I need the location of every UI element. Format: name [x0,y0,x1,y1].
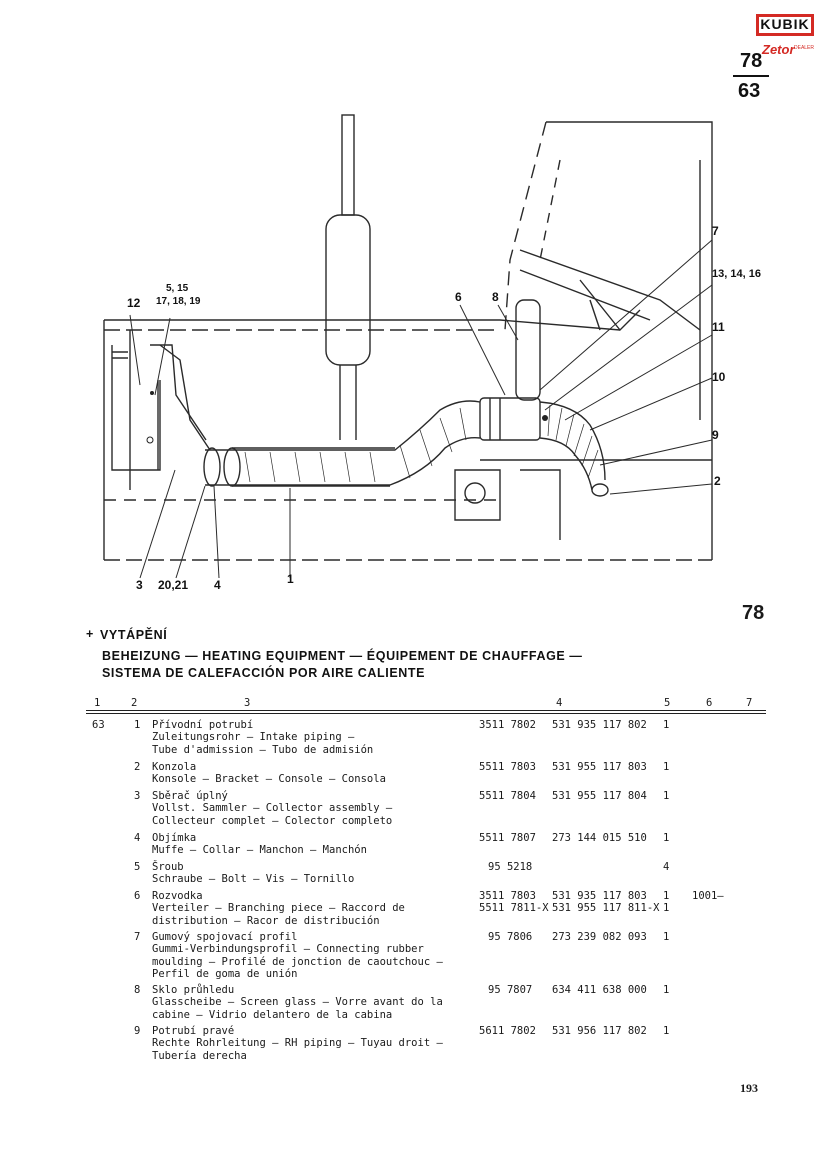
row-quantity: 1 [663,719,670,731]
cab-roof-line [546,121,713,560]
row-description: Konzola Konsole — Bracket — Console — Co… [152,761,386,786]
column-header-1: 1 [94,697,101,709]
callout-10: 10 [712,370,726,384]
column-header-4: 4 [556,697,563,709]
row-position: 6 [134,890,141,902]
row-code-a: 3511 7802 [479,719,536,731]
page-ref-denominator: 63 [738,80,761,102]
row-quantity: 1 1 [663,890,670,915]
header-rule-top [86,710,766,711]
section-title-cz: VYTÁPĚNÍ [100,628,168,642]
row-position: 7 [134,931,141,943]
callout-5-15: 5, 15 [166,283,189,294]
row-note: 1001— [692,890,724,902]
callout-3: 3 [136,578,143,592]
callout-12: 12 [127,296,141,310]
logo-dealer-text: DEALER [794,45,815,51]
row-code-a: 5511 7807 [479,832,536,844]
row-position: 9 [134,1025,141,1037]
row-code-b: 531 955 117 804 [552,790,647,802]
page-number: 193 [740,1081,758,1095]
row-description: Sklo průhledu Glasscheibe — Screen glass… [152,984,443,1021]
column-header-7: 7 [746,697,753,709]
row-code-b: 531 935 117 803 531 955 117 811-X [552,890,660,915]
row-code-b: 531 956 117 802 [552,1025,647,1037]
row-code-b: 634 411 638 000 [552,984,647,996]
row-quantity: 4 [663,861,670,873]
callout-6: 6 [455,290,462,304]
callout-11: 11 [712,320,725,334]
row-quantity: 1 [663,761,670,773]
brand-logo: KUBIK Zetor DEALER [756,14,818,57]
row-description: Přívodní potrubí Zuleitungsrohr — Intake… [152,719,374,756]
callout-13-14-16: 13, 14, 16 [712,268,761,280]
row-position: 3 [134,790,141,802]
row-description: Potrubí pravé Rechte Rohrleitung — RH pi… [152,1025,443,1062]
row-quantity: 1 [663,931,670,943]
header-rule-bottom [86,713,766,714]
page-ref-numerator: 78 [740,50,763,72]
section-marker: + [86,627,94,641]
row-code-a: 5611 7802 [479,1025,536,1037]
row-code-a: 5511 7804 [479,790,536,802]
row-group: 63 [92,719,105,731]
row-position: 8 [134,984,141,996]
row-quantity: 1 [663,1025,670,1037]
column-header-3: 3 [244,697,251,709]
callout-7: 7 [712,224,719,238]
figure-number: 78 [742,602,765,624]
logo-frame [756,14,814,36]
logo-subbrand-text: Zetor [762,42,795,57]
section-title-line2: BEHEIZUNG — HEATING EQUIPMENT — ÉQUIPEME… [102,649,583,663]
row-description: Sběrač úplný Vollst. Sammler — Collector… [152,790,393,827]
row-position: 4 [134,832,141,844]
row-code-a: 95 7807 [488,984,533,996]
row-quantity: 1 [663,832,670,844]
row-code-a: 3511 7803 5511 7811-X [479,890,549,915]
section-title-line3: SISTEMA DE CALEFACCIÓN POR AIRE CALIENTE [102,666,426,680]
row-description: Rozvodka Verteiler — Branching piece — R… [152,890,405,927]
heating-equipment-diagram [103,114,713,579]
row-code-a: 5511 7803 [479,761,536,773]
row-code-b: 273 144 015 510 [552,832,647,844]
row-quantity: 1 [663,790,670,802]
callout-9: 9 [712,428,719,442]
callout-4: 4 [214,578,221,592]
callout-1: 1 [287,572,294,586]
logo-brand-text: KUBIK [760,16,810,32]
column-header-6: 6 [706,697,713,709]
page-ref-divider [733,75,769,77]
callout-17-18-19: 17, 18, 19 [156,296,201,307]
row-position: 1 [134,719,141,731]
row-position: 2 [134,761,141,773]
column-header-5: 5 [664,697,671,709]
row-description: Šroub Schraube — Bolt — Vis — Tornillo [152,861,355,886]
row-quantity: 1 [663,984,670,996]
callout-8: 8 [492,290,499,304]
row-code-b: 531 955 117 803 [552,761,647,773]
callout-20-21: 20,21 [158,578,189,592]
row-code-a: 95 7806 [488,931,533,943]
callout-2: 2 [714,474,721,488]
row-code-b: 531 935 117 802 [552,719,647,731]
row-code-b: 273 239 082 093 [552,931,647,943]
cab-pillar-dashed [504,121,547,331]
column-header-2: 2 [131,697,138,709]
row-description: Gumový spojovací profil Gummi-Verbindung… [152,931,443,981]
row-description: Objímka Muffe — Collar — Manchon — Manch… [152,832,367,857]
row-code-a: 95 5218 [488,861,533,873]
row-position: 5 [134,861,141,873]
